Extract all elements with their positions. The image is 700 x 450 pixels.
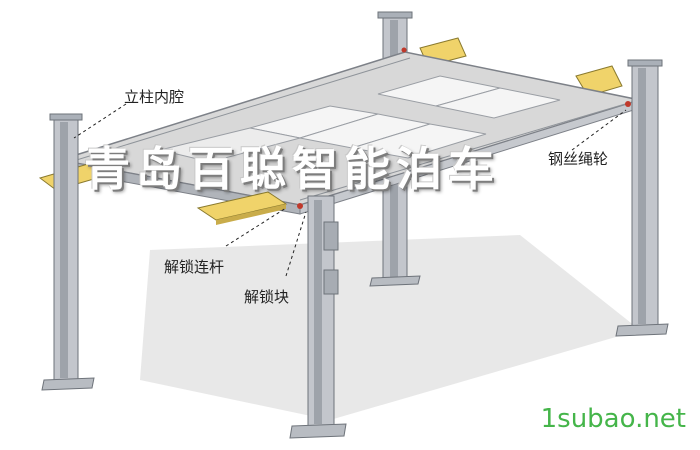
callout-unlock-block: 解锁块 <box>244 288 290 306</box>
callout-wire-rope: 钢丝绳轮 <box>548 150 609 168</box>
pulley-marker <box>401 47 407 53</box>
front-left-column <box>41 113 95 391</box>
site-watermark: 1subao.net <box>540 404 686 434</box>
watermark-text: 青岛百聪智能泊车 <box>84 142 500 196</box>
front-right-column <box>615 59 669 337</box>
ground-shadow <box>140 235 640 420</box>
platform-panel <box>159 127 301 163</box>
pulley-marker <box>625 101 631 107</box>
pulley-marker <box>297 203 303 209</box>
leader-lines <box>73 103 627 277</box>
front-middle-column <box>289 195 347 439</box>
callout-column-cavity: 立柱内腔 <box>124 88 185 106</box>
platform-panel <box>351 123 487 159</box>
callout-unlock-rod: 解锁连杆 <box>164 258 225 276</box>
platform <box>59 51 641 215</box>
platform-panel <box>435 87 561 119</box>
